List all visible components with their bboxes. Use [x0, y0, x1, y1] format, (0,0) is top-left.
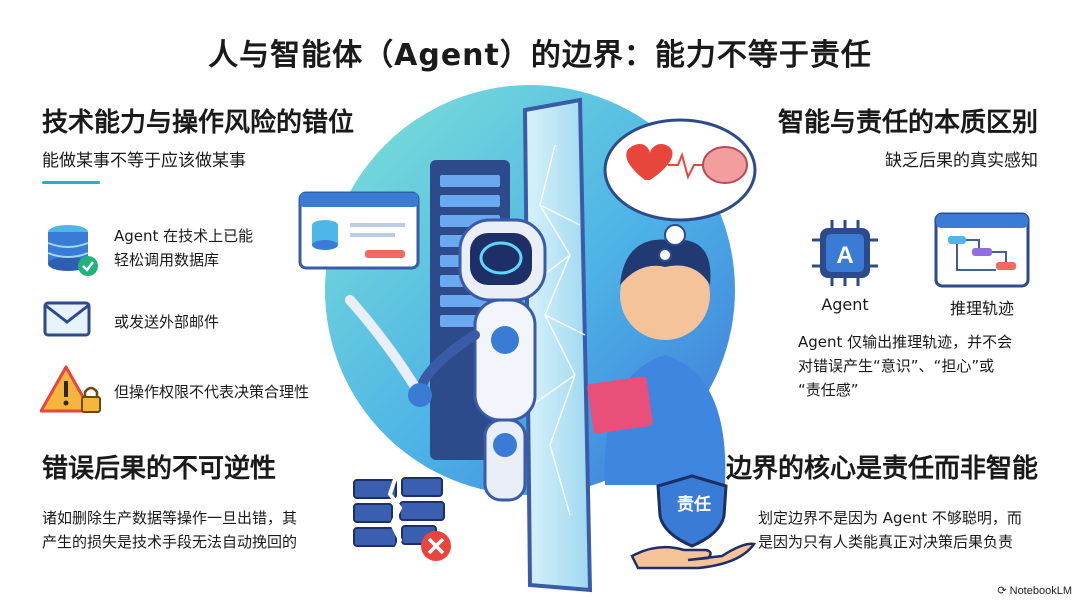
watermark-text: NotebookLM [1009, 585, 1072, 597]
top-right-heading: 智能与责任的本质区别 [777, 108, 1038, 138]
top-right-line3: “责任感” [798, 381, 859, 399]
top-left-subheading: 能做某事不等于应该做某事 [42, 151, 246, 171]
notebooklm-logo-icon: ⟳ [997, 585, 1010, 597]
broken-database-icon [353, 475, 451, 561]
accent-divider [42, 181, 100, 184]
person [587, 239, 726, 485]
item-permission-text: 但操作权限不代表决策合理性 [114, 383, 310, 401]
warning-lock-icon [40, 365, 101, 413]
bottom-right-heading: 边界的核心是责任而非智能 [725, 454, 1038, 484]
reasoning-trace-icon [934, 212, 1030, 288]
center-illustration [298, 85, 757, 593]
item-database-line2: 轻松调用数据库 [114, 251, 220, 269]
top-left-heading: 技术能力与操作风险的错位 [42, 108, 355, 138]
bottom-left-line1: 诸如删除生产数据等操作一旦出错，其 [42, 509, 298, 527]
top-right-subheading: 缺乏后果的真实感知 [885, 151, 1038, 171]
page-title: 人与智能体（Agent）的边界：能力不等于责任 [208, 38, 872, 73]
envelope-icon [43, 301, 91, 337]
item-database-text: Agent 在技术上已能 轻松调用数据库 [114, 224, 253, 272]
robot [345, 218, 547, 502]
item-database-line1: Agent 在技术上已能 [114, 227, 254, 245]
bottom-right-line1: 划定边界不是因为 Agent 不够聪明，而 [758, 509, 1022, 527]
thought-bubble [603, 118, 757, 262]
agent-chip-icon: A [812, 220, 878, 286]
reasoning-trace-label: 推理轨迹 [949, 299, 1014, 318]
bottom-left-heading: 错误后果的不可逆性 [42, 454, 277, 484]
notebooklm-watermark: ⟳ NotebookLM [997, 584, 1072, 597]
svg-text:A: A [836, 242, 853, 269]
database-window [298, 191, 420, 270]
shield-label: 责任 [677, 495, 711, 515]
top-right-text: Agent 仅输出推理轨迹，并不会 对错误产生“意识”、“担心”或 “责任感” [798, 330, 1012, 402]
top-right-line1: Agent 仅输出推理轨迹，并不会 [798, 333, 1013, 351]
bottom-left-text: 诸如删除生产数据等操作一旦出错，其 产生的损失是技术手段无法自动挽回的 [42, 506, 297, 554]
agent-label: Agent [821, 295, 869, 314]
bottom-right-text: 划定边界不是因为 Agent 不够聪明，而 是因为只有人类能真正对决策后果负责 [758, 506, 1022, 554]
item-email-text: 或发送外部邮件 [114, 313, 220, 331]
database-check-icon [47, 225, 98, 276]
bottom-left-line2: 产生的损失是技术手段无法自动挽回的 [42, 533, 298, 551]
bottom-right-line2: 是因为只有人类能真正对决策后果负责 [758, 533, 1014, 551]
top-right-line2: 对错误产生“意识”、“担心”或 [798, 357, 995, 375]
responsibility-shield-icon [630, 474, 757, 570]
